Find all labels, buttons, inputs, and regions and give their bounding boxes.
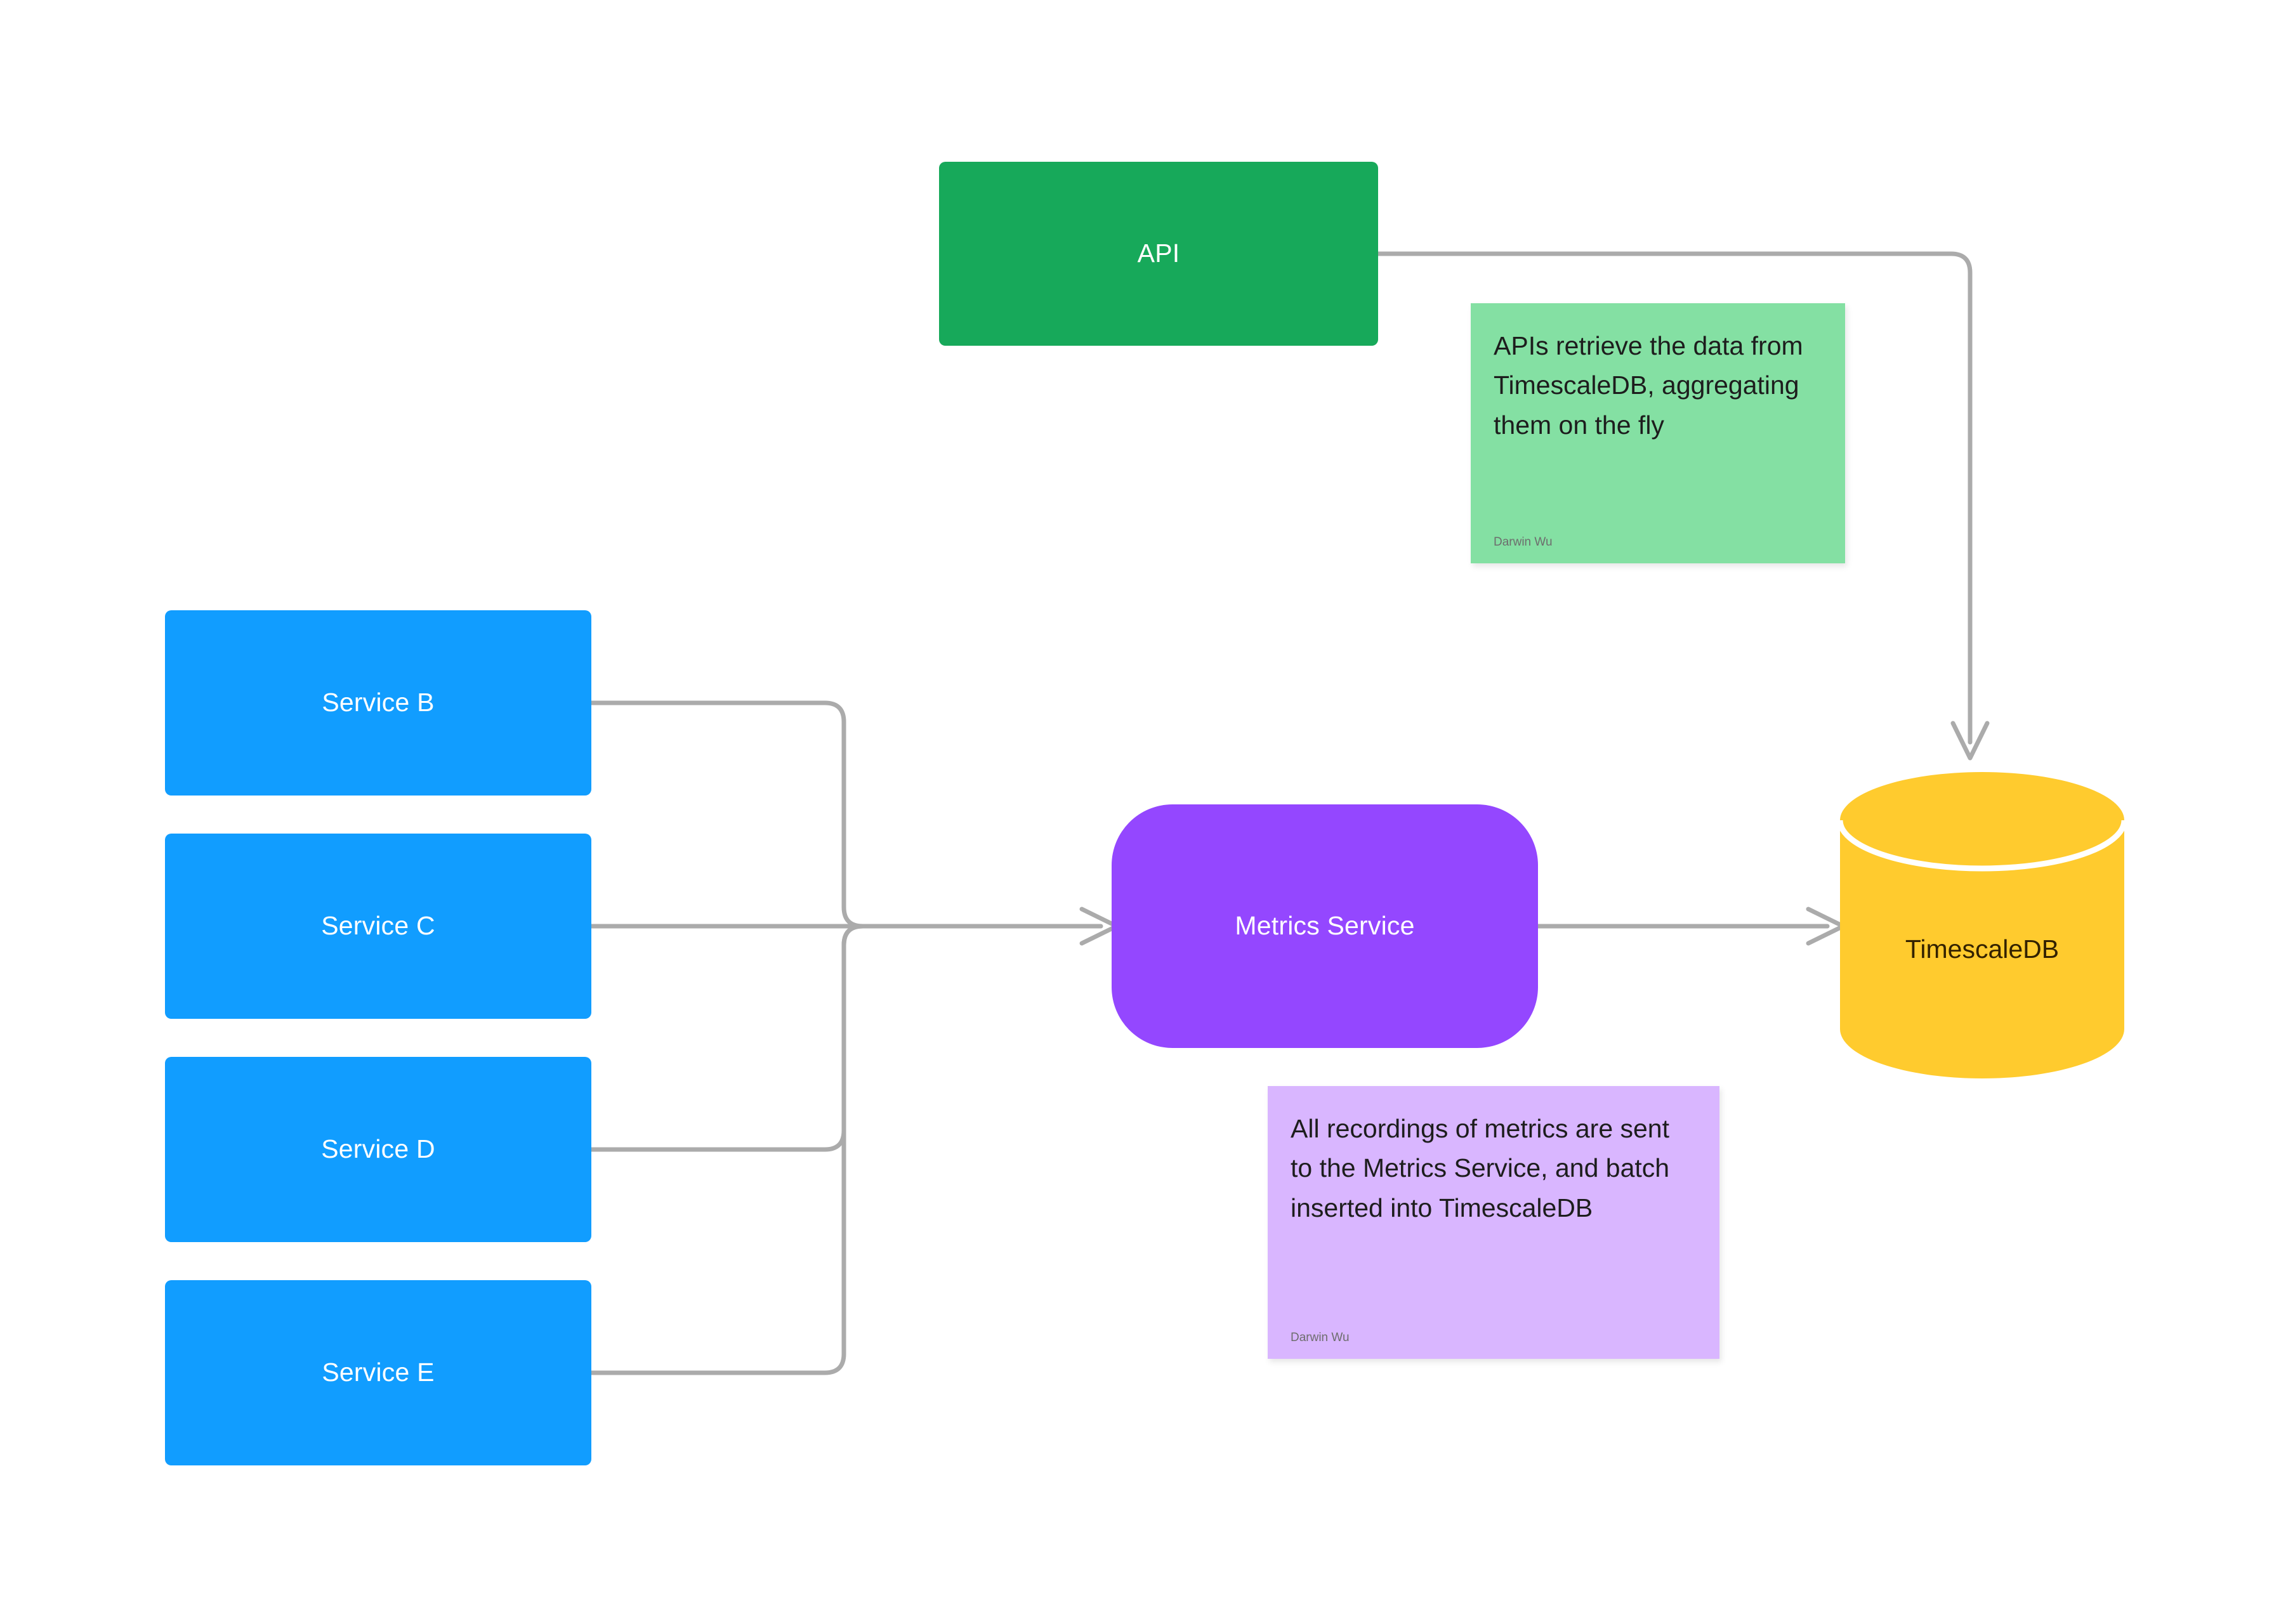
arrowhead-metrics-service-to-timescaledb	[1806, 907, 1846, 946]
node-api-label: API	[1137, 239, 1180, 268]
sticky-note-metrics-author: Darwin Wu	[1291, 1331, 1350, 1344]
node-timescaledb-label: TimescaleDB	[1905, 934, 2060, 964]
sticky-note-api[interactable]: APIs retrieve the data from TimescaleDB,…	[1471, 303, 1845, 563]
cylinder-shape	[1839, 772, 2126, 1078]
node-service-e-label: Service E	[322, 1358, 435, 1387]
node-service-d-label: Service D	[321, 1134, 435, 1164]
node-timescaledb[interactable]: TimescaleDB	[1839, 771, 2126, 1078]
node-service-c-label: Service C	[321, 911, 435, 941]
edge-service-e-to-trunk	[589, 924, 865, 1375]
edge-service-b-to-trunk	[589, 700, 865, 929]
node-service-b[interactable]: Service B	[165, 610, 591, 796]
sticky-note-api-author: Darwin Wu	[1494, 535, 1553, 549]
node-api[interactable]: API	[939, 162, 1378, 346]
node-service-e[interactable]: Service E	[165, 1280, 591, 1465]
sticky-note-api-text: APIs retrieve the data from TimescaleDB,…	[1494, 331, 1803, 440]
edge-service-d-to-trunk	[589, 924, 865, 1152]
node-metrics-service[interactable]: Metrics Service	[1112, 804, 1538, 1048]
node-metrics-service-label: Metrics Service	[1235, 911, 1415, 941]
node-service-c[interactable]: Service C	[165, 834, 591, 1019]
node-service-d[interactable]: Service D	[165, 1057, 591, 1242]
node-service-b-label: Service B	[322, 688, 435, 717]
sticky-note-metrics[interactable]: All recordings of metrics are sent to th…	[1268, 1086, 1719, 1359]
arrowhead-api-to-timescaledb	[1950, 721, 1990, 761]
sticky-note-metrics-text: All recordings of metrics are sent to th…	[1291, 1114, 1670, 1222]
